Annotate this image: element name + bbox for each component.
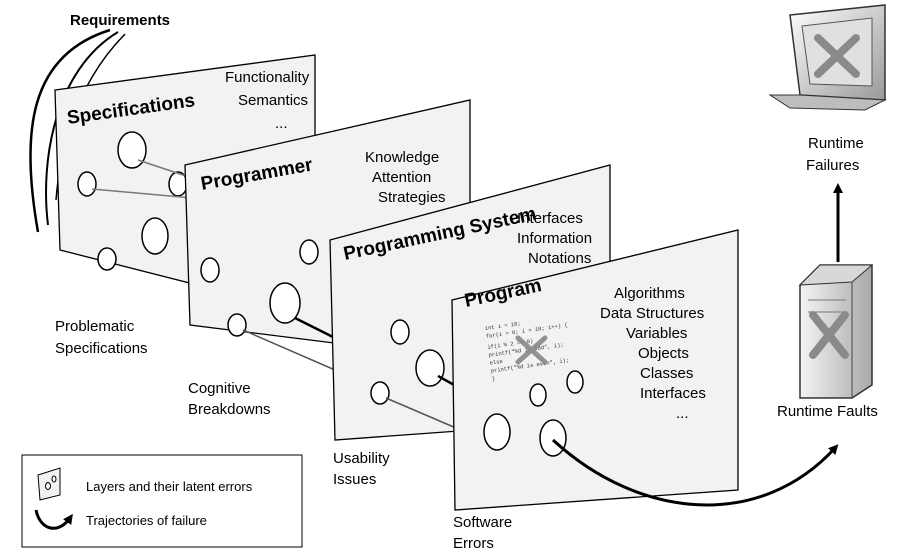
plane-item: Notations bbox=[528, 250, 591, 267]
trajectory-icon bbox=[34, 509, 73, 530]
plane-item: Information bbox=[517, 230, 592, 247]
plane-item: Variables bbox=[626, 325, 687, 342]
server-tower-icon bbox=[798, 264, 874, 399]
plane-caption: Cognitive bbox=[188, 380, 251, 397]
legend: Layers and their latent errors Trajector… bbox=[21, 454, 303, 548]
plane-item: Strategies bbox=[378, 189, 446, 206]
plane-caption: Errors bbox=[453, 535, 494, 552]
legend-layers-label: Layers and their latent errors bbox=[86, 479, 253, 494]
runtime-failures-label: Runtime bbox=[808, 135, 864, 152]
latent-error-hole bbox=[529, 383, 547, 407]
latent-error-hole bbox=[269, 282, 301, 324]
latent-error-hole bbox=[77, 171, 97, 197]
plane-item: Knowledge bbox=[365, 149, 439, 166]
plane-item: Functionality bbox=[225, 69, 310, 86]
plane-item: Classes bbox=[640, 365, 693, 382]
code-line: int i = 10; bbox=[484, 320, 521, 332]
plane-item: Interfaces bbox=[517, 210, 583, 227]
requirements-label: Requirements bbox=[70, 12, 170, 29]
runtime-faults-label: Runtime Faults bbox=[777, 403, 878, 420]
latent-error-hole bbox=[370, 381, 390, 405]
plane-item: Attention bbox=[372, 169, 431, 186]
plane-item: Semantics bbox=[238, 92, 308, 109]
plane-program: Program Algorithms Data Structures Varia… bbox=[451, 229, 739, 511]
runtime-failures-label: Failures bbox=[806, 157, 859, 174]
plane-item: Data Structures bbox=[600, 305, 704, 322]
plane-item: ... bbox=[676, 405, 689, 422]
plane-item: ... bbox=[275, 115, 288, 132]
plane-caption: Breakdowns bbox=[188, 401, 271, 418]
code-line: else bbox=[489, 358, 503, 367]
latent-error-hole bbox=[415, 349, 445, 387]
plane-caption: Software bbox=[453, 514, 512, 531]
latent-error-hole bbox=[97, 247, 117, 271]
bug-x-icon bbox=[515, 335, 548, 365]
plane-caption: Issues bbox=[333, 471, 376, 488]
failure-trajectory bbox=[551, 438, 839, 507]
plane-caption: Problematic bbox=[55, 318, 135, 335]
plane-item: Interfaces bbox=[640, 385, 706, 402]
latent-error-hole bbox=[566, 370, 584, 394]
layer-icon bbox=[37, 467, 61, 501]
plane-caption: Usability bbox=[333, 450, 390, 467]
latent-error-hole bbox=[200, 257, 220, 283]
latent-error-hole bbox=[117, 131, 147, 169]
latent-error-hole bbox=[299, 239, 319, 265]
latent-error-hole bbox=[390, 319, 410, 345]
legend-trajectories-label: Trajectories of failure bbox=[86, 513, 207, 528]
plane-item: Objects bbox=[638, 345, 689, 362]
latent-error-hole bbox=[483, 413, 511, 451]
monitor-icon bbox=[768, 4, 887, 111]
latent-error-hole bbox=[539, 419, 567, 457]
code-line: } bbox=[491, 375, 495, 382]
latent-error-hole bbox=[227, 313, 247, 337]
plane-item: Algorithms bbox=[614, 285, 685, 302]
plane-caption: Specifications bbox=[55, 340, 148, 357]
latent-error-hole bbox=[141, 217, 169, 255]
